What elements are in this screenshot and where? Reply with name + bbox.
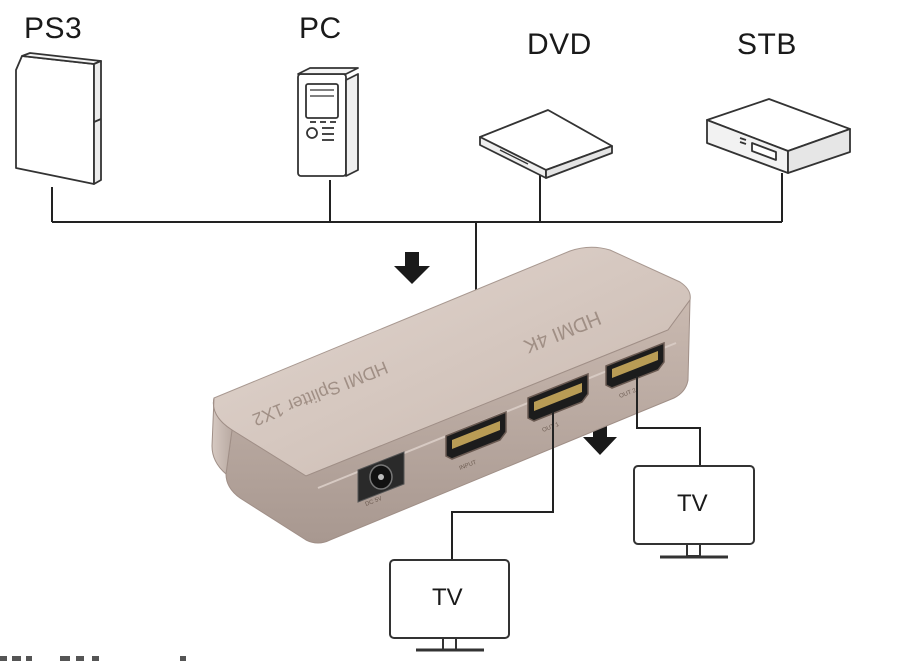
cropped-caption-fragment bbox=[0, 656, 186, 661]
source-label-stb: STB bbox=[737, 28, 797, 61]
dvd-player-icon bbox=[479, 109, 613, 179]
output-cables bbox=[451, 376, 701, 560]
tv-1-cable-line bbox=[451, 412, 554, 560]
source-label-dvd: DVD bbox=[527, 28, 592, 61]
hdmi-output-port-1: OUT 1 bbox=[527, 372, 589, 434]
arrow-down-icon bbox=[583, 424, 617, 455]
tv-2-icon bbox=[633, 465, 755, 559]
tv-label-2: TV bbox=[677, 490, 708, 517]
arrow-down-icon bbox=[394, 252, 430, 284]
tv-label-1: TV bbox=[432, 584, 463, 611]
ps3-console-icon bbox=[15, 52, 102, 185]
power-port-label: DC 5V bbox=[365, 496, 384, 508]
source-label-ps3: PS3 bbox=[24, 12, 83, 45]
hdmi-splitter-device: HDMI Splitter 1X2 HDMI 4K DC 5V INPUT OU… bbox=[211, 246, 691, 544]
power-jack: DC 5V bbox=[357, 451, 405, 508]
tv-2-cable-line bbox=[636, 376, 701, 466]
stb-box-icon bbox=[706, 98, 851, 174]
hdmi-output-port-2: OUT 2 bbox=[605, 341, 665, 400]
pc-tower-icon bbox=[297, 67, 359, 177]
source-label-pc: PC bbox=[299, 12, 342, 45]
tv-1-icon bbox=[389, 559, 510, 652]
